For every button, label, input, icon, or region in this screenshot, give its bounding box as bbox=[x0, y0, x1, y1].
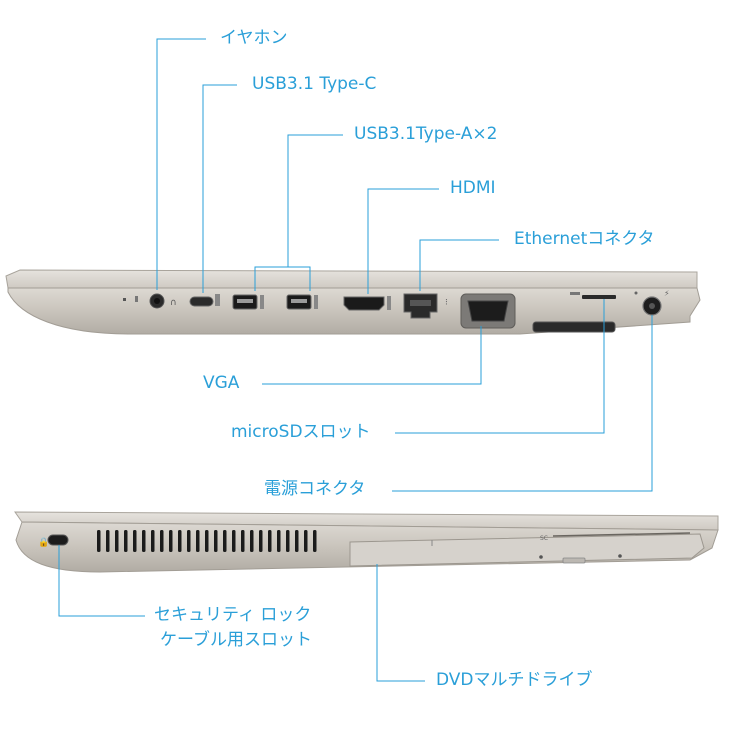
label-vga: VGA bbox=[203, 373, 240, 393]
svg-text:∩: ∩ bbox=[170, 298, 177, 308]
label-security-line2: ケーブル用スロット bbox=[160, 630, 312, 650]
label-usb-c: USB3.1 Type-C bbox=[252, 74, 377, 94]
label-security-line1: セキュリティ ロック bbox=[154, 605, 312, 625]
svg-text:⁝: ⁝ bbox=[445, 298, 448, 308]
svg-text:🔒: 🔒 bbox=[38, 537, 49, 548]
svg-text:⚡: ⚡ bbox=[664, 289, 670, 298]
label-dvd: DVDマルチドライブ bbox=[436, 670, 593, 690]
label-usb-a: USB3.1Type-A×2 bbox=[354, 124, 498, 144]
security-lock-slot bbox=[47, 534, 69, 546]
laptop-lid bbox=[5, 269, 698, 289]
label-power: 電源コネクタ bbox=[264, 479, 366, 499]
dock-connector bbox=[532, 321, 616, 333]
label-earphone: イヤホン bbox=[220, 28, 288, 48]
usb-c-port bbox=[189, 296, 214, 307]
air-vents bbox=[97, 530, 317, 552]
label-ethernet: Ethernetコネクタ bbox=[514, 229, 655, 249]
dvd-drive-tray bbox=[349, 533, 705, 567]
laptop-base bbox=[7, 287, 701, 335]
hdmi-port bbox=[343, 296, 385, 311]
label-hdmi: HDMI bbox=[450, 178, 496, 198]
microsd-slot bbox=[582, 295, 616, 299]
dvd-sc-mark: SC bbox=[540, 535, 548, 542]
label-microsd: microSDスロット bbox=[231, 422, 371, 442]
vga-port bbox=[467, 300, 509, 322]
dvd-eject-button bbox=[562, 557, 586, 564]
led-indicator bbox=[123, 298, 126, 301]
